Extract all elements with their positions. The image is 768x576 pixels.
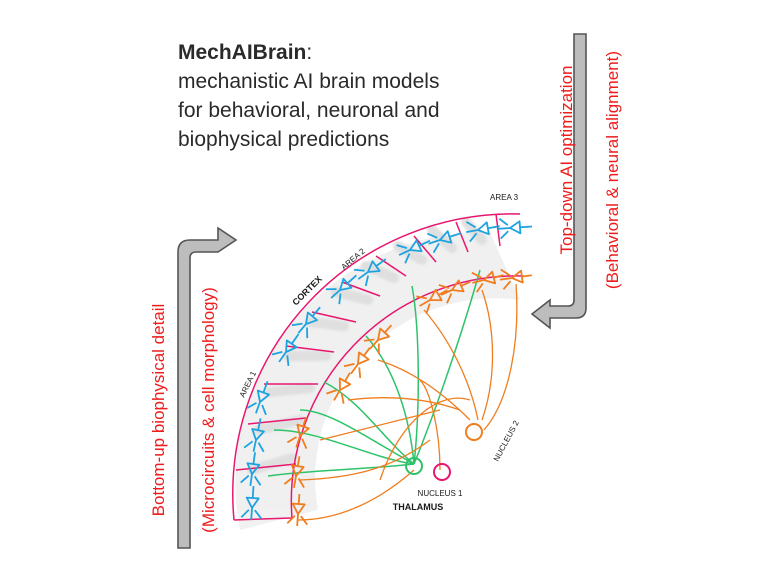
nucleus-2-neurons — [465, 423, 483, 441]
inhibitory-neurons — [283, 268, 532, 527]
cortex-boundaries — [232, 213, 525, 521]
bottom-up-sublabel: (Microcircuits & cell morphology) — [199, 287, 218, 533]
excitatory-neurons — [240, 218, 533, 521]
title-bold: MechAIBrain — [178, 41, 307, 64]
nucleus-1-label: NUCLEUS 1 — [418, 489, 463, 498]
bottom-up-arrow — [177, 226, 238, 549]
inhibitory-projections — [297, 283, 518, 521]
thalamic-projections — [267, 269, 481, 477]
subtitle-line-1: mechanistic AI brain models — [178, 70, 440, 93]
nucleus-1-neurons — [405, 457, 451, 481]
bottom-up-label: Bottom-up biophysical detail — [149, 304, 168, 517]
title-line: MechAIBrain: — [178, 38, 538, 67]
top-down-label: Top-down AI optimization — [557, 66, 576, 255]
subtitle-line-2: for behavioral, neuronal and — [178, 99, 440, 122]
top-down-sublabel: (Behavioral & neural alignment) — [603, 51, 622, 289]
top-down-arrow — [530, 33, 587, 330]
thalamus-label: THALAMUS — [393, 502, 444, 512]
title-block: MechAIBrain: mechanistic AI brain models… — [178, 38, 538, 154]
cortex-shadow — [235, 217, 521, 530]
title-colon: : — [306, 41, 313, 64]
area-3-label: AREA 3 — [490, 193, 519, 202]
nucleus-2-label: NUCLEUS 2 — [492, 419, 521, 463]
subtitle-line-3: biophysical predictions — [178, 128, 390, 151]
